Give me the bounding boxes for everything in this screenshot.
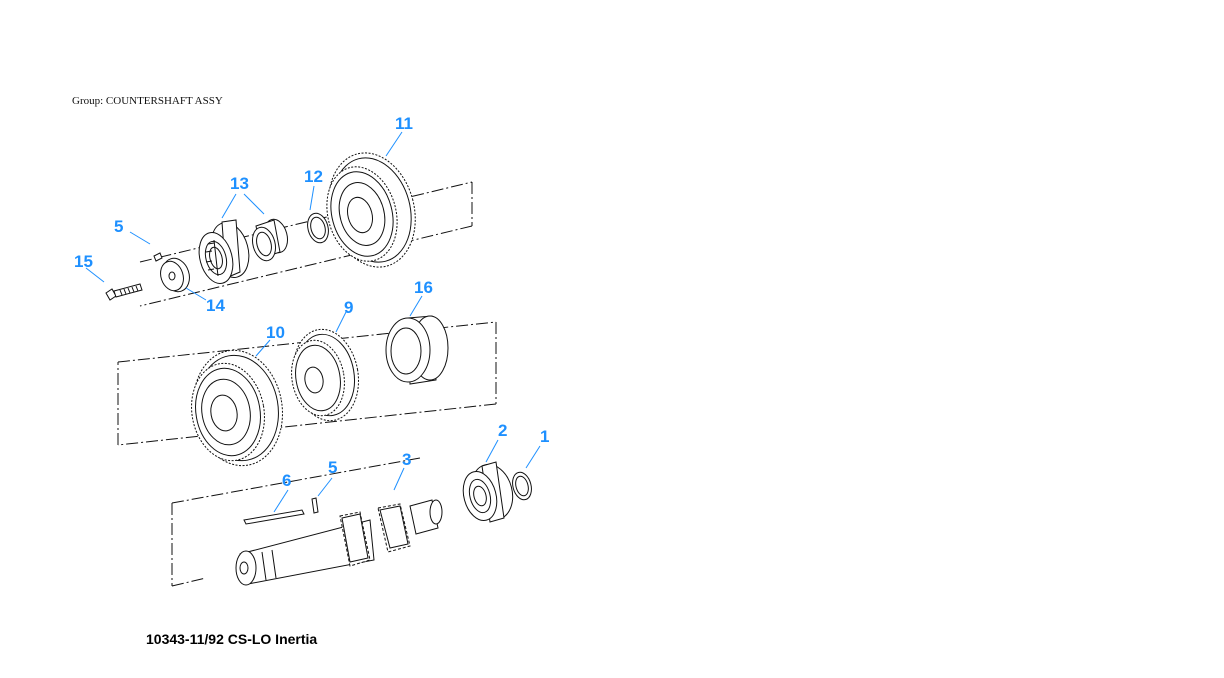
part-9-gear[interactable] (286, 324, 366, 426)
group-title: Group: COUNTERSHAFT ASSY (72, 95, 223, 107)
part-16-spacer[interactable] (385, 315, 449, 385)
part-10-gear[interactable] (184, 343, 291, 473)
part-12-snap-ring[interactable] (304, 211, 331, 245)
callout-5-lower: 5 (328, 458, 337, 477)
part-2-bearing[interactable] (458, 460, 518, 525)
callout-6: 6 (282, 471, 291, 490)
part-5-pin-lower[interactable] (311, 497, 319, 514)
callout-labels: 11 13 12 5 15 14 16 9 10 2 1 3 5 6 (74, 114, 549, 490)
callout-12: 12 (304, 167, 323, 186)
callout-15: 15 (74, 252, 93, 271)
diagram-caption: 10343-11/92 CS-LO Inertia (146, 631, 318, 647)
part-13-bearing[interactable] (194, 218, 255, 287)
callout-14: 14 (206, 296, 225, 315)
part-15-bolt[interactable] (105, 283, 143, 301)
part-14-washer[interactable] (157, 255, 194, 295)
part-11-gear[interactable] (316, 143, 427, 277)
part-1-snap-ring[interactable] (510, 470, 535, 502)
leader-lines (85, 131, 541, 513)
callout-13: 13 (230, 174, 249, 193)
upper-assembly-outline (139, 181, 473, 307)
callout-5-upper: 5 (114, 217, 123, 236)
part-13-sleeve[interactable] (249, 217, 291, 264)
callout-11: 11 (395, 114, 413, 133)
lower-assembly-outline (171, 457, 421, 587)
callout-2: 2 (498, 421, 507, 440)
callout-10: 10 (266, 323, 285, 342)
part-3-countershaft[interactable] (235, 499, 443, 586)
part-5-pin-upper[interactable] (153, 252, 163, 262)
callout-3: 3 (402, 450, 411, 469)
callout-16: 16 (414, 278, 433, 297)
part-6-key[interactable] (243, 509, 305, 525)
callout-1: 1 (540, 427, 549, 446)
callout-9: 9 (344, 298, 353, 317)
